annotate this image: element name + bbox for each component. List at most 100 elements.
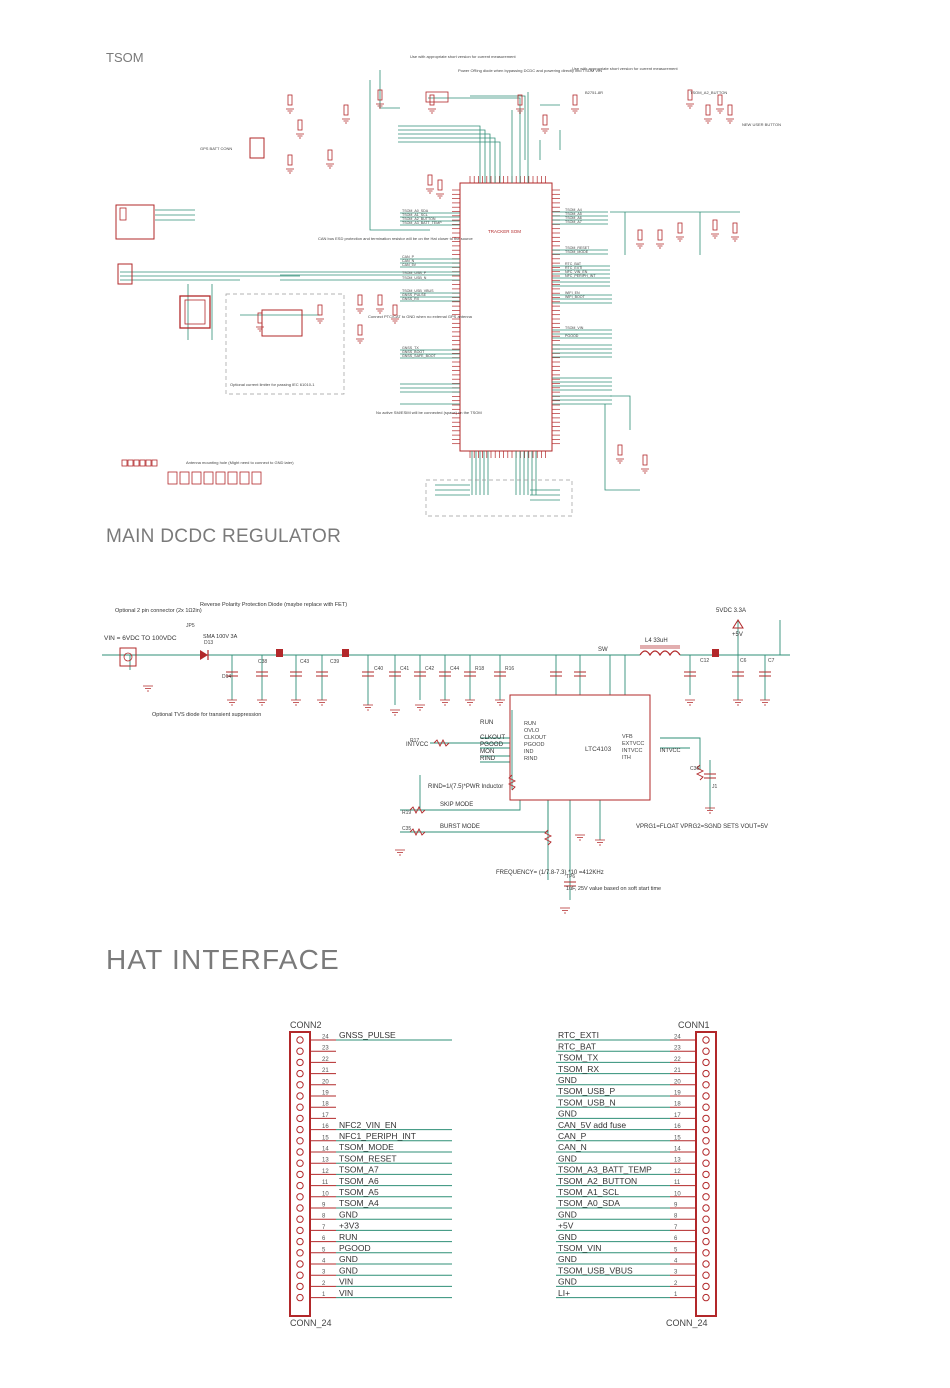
- conn1-pin-hole: [702, 1148, 710, 1156]
- conn1-pin-hole: [702, 1137, 710, 1145]
- conn1-pin-number: 13: [674, 1158, 681, 1164]
- conn1-pin-number: 2: [674, 1281, 678, 1287]
- conn1-pin-number: 14: [674, 1147, 681, 1153]
- dcdc-part-label: C7: [768, 658, 775, 664]
- conn1-pin-hole: [702, 1069, 710, 1078]
- ground-symbol: [641, 468, 649, 474]
- conn2-pin-hole: [296, 1103, 304, 1111]
- ground-symbol: [575, 834, 585, 841]
- antenna-mounting-holes: [121, 459, 262, 485]
- conn2-net-label: GND: [339, 1209, 358, 1219]
- connector-note: Optional 2 pin connector (2x 1Ω2in): [115, 608, 202, 614]
- tsom-left-net-label: GNSS_BOOT: [402, 350, 425, 354]
- ltc4103-pin-left: RUN: [524, 721, 536, 727]
- ltc4103-ic: [509, 694, 651, 801]
- tsom-right-net-label: TSOM_MODE: [565, 250, 589, 254]
- tsom-right-net-label: TSOM_A7: [565, 220, 582, 224]
- ground-symbol: [760, 699, 770, 706]
- tsom-schematic: TRACKER SOM: [115, 54, 781, 517]
- label-gps-batt: GPS BATT CONN: [200, 146, 232, 151]
- som-top-pins: [469, 176, 546, 183]
- polarity-diode: [200, 650, 208, 660]
- conn2-pin-number: 20: [322, 1079, 329, 1085]
- net-burst-mode: BURST MODE: [440, 824, 480, 830]
- usb-connector-body: [119, 207, 127, 221]
- conn1-pin-hole: [702, 1170, 710, 1179]
- ground-symbol: [415, 704, 425, 711]
- tsom-component: [705, 104, 711, 116]
- conn1-net-label: TSOM_USB_VBUS: [558, 1265, 633, 1275]
- protection-ic-inner: [184, 299, 206, 325]
- dcdc-net-label: INTVCC: [660, 748, 681, 754]
- ground-symbol: [143, 685, 153, 692]
- conn2-pin-number: 18: [322, 1102, 329, 1108]
- conn2-net-label: NFC1_PERIPH_INT: [339, 1131, 416, 1141]
- tsom-component: [427, 174, 433, 186]
- output-label: 5VDC 3.3A: [716, 608, 746, 614]
- tsom-left-net-label: TSOM_USB_P: [402, 271, 427, 275]
- conn1-pin-number: 20: [674, 1079, 681, 1085]
- conn1-pin-number: 23: [674, 1046, 681, 1052]
- dcdc-part-label: C39: [330, 659, 339, 665]
- inductor-label: L4 33uH: [645, 638, 668, 644]
- tsom-component: [677, 222, 683, 234]
- ground-symbol: [440, 699, 450, 706]
- note-current-limiter: Optional current limiter for passing IEC…: [230, 382, 315, 387]
- conn2-pin-number: 23: [322, 1046, 329, 1052]
- net-sw: SW: [598, 647, 608, 653]
- dcdc-part-label: C36: [690, 766, 699, 772]
- conn1-net-label: TSOM_A0_SDA: [558, 1198, 620, 1208]
- conn1-net-label: TSOM_TX: [558, 1053, 598, 1063]
- dcdc-part-label: C43: [300, 659, 309, 665]
- fuse-l6: [276, 649, 283, 657]
- mounting-hole: [179, 471, 190, 485]
- tsom-component: [732, 222, 738, 234]
- mounting-hole-small: [151, 459, 158, 467]
- vprg-note: VPRG1=FLOAT VPRG2=SGND SETS VOUT=5V: [636, 824, 768, 830]
- conn2-pin-hole: [296, 1058, 304, 1067]
- tracker-som-label: TRACKER SOM: [488, 229, 521, 234]
- conn1-pin-number: 24: [674, 1035, 681, 1041]
- conn2-net-label: VIN: [339, 1277, 353, 1287]
- conn1-pin-hole: [702, 1271, 710, 1279]
- inductor-l4: [639, 650, 681, 657]
- ground-symbol: [541, 128, 549, 134]
- conn2-pin-hole: [296, 1271, 304, 1279]
- output-rail: +5V: [732, 632, 743, 638]
- conn1-net-label: CAN_N: [558, 1142, 587, 1152]
- conn1-pin-number: 4: [674, 1259, 678, 1265]
- ground-symbol: [616, 458, 624, 464]
- conn1-pin-number: 8: [674, 1214, 678, 1220]
- conn1-pin-hole: [702, 1114, 710, 1123]
- conn2-pin-hole: [296, 1226, 304, 1235]
- conn2-pin-number: 4: [322, 1259, 326, 1265]
- dcdc-ground-symbols: [143, 685, 770, 914]
- conn2-pin-hole: [296, 1260, 304, 1268]
- tsom-left-net-label: TSOM_USB_VBUS: [402, 289, 434, 293]
- conn1-pin-hole: [702, 1193, 710, 1201]
- dcdc-net-label: RUN: [480, 719, 493, 726]
- conn1-pin-hole: [702, 1293, 710, 1302]
- diode-note: Reverse Polarity Protection Diode (maybe…: [200, 602, 347, 608]
- tsom-left-net-label: GNSS_RX: [402, 297, 420, 301]
- conn1-net-label: CAN_5V add fuse: [558, 1120, 626, 1130]
- conn2-pin-hole: [296, 1193, 304, 1201]
- tsom-right-net-label: RTC_BAT: [565, 262, 582, 266]
- tsom-component: [343, 104, 349, 116]
- note-gps-antenna: Connect PTC/CAT to GND when no external …: [368, 314, 473, 319]
- conn1-pin-hole: [702, 1282, 710, 1291]
- dcdc-part-label: R19: [402, 810, 411, 816]
- net-skip-mode: SKIP MODE: [440, 802, 473, 808]
- conn1-pin-number: 10: [674, 1191, 681, 1197]
- conn2-pin-hole: [296, 1215, 304, 1223]
- dcdc-net-label: MON: [480, 748, 494, 755]
- tsom-component: [712, 219, 718, 231]
- conn1-pin-number: 6: [674, 1236, 678, 1242]
- ground-symbol: [316, 318, 324, 324]
- dcdc-capacitors: [226, 671, 771, 887]
- tsom-component: [542, 114, 548, 126]
- conn1-net-label: GND: [558, 1277, 577, 1287]
- mounting-hole: [167, 471, 178, 485]
